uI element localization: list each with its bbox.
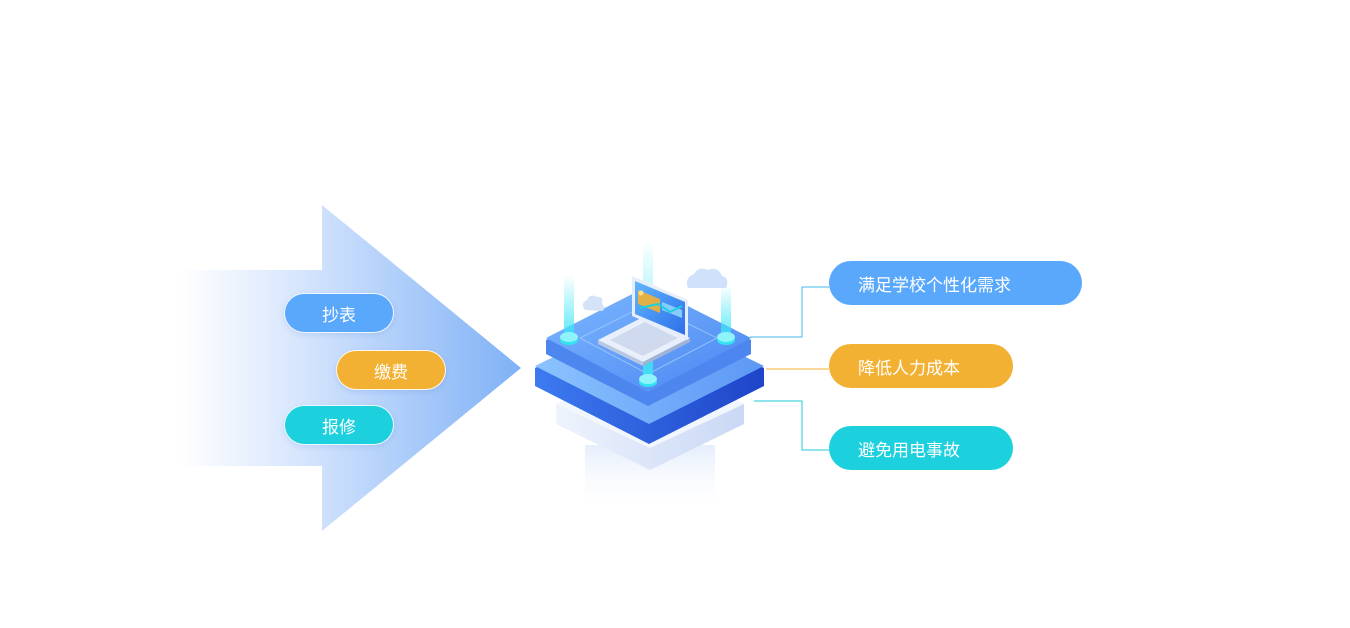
- cloud-icon: [582, 268, 728, 311]
- connector-lines: [750, 286, 829, 451]
- input-pill-label: 抄表: [322, 305, 356, 325]
- input-pill-meter-reading: 抄表: [284, 293, 394, 333]
- benefit-pill-label: 降低人力成本: [858, 358, 960, 378]
- benefit-pill-reduce-cost: 降低人力成本: [829, 344, 1013, 388]
- benefit-pill-custom-needs: 满足学校个性化需求: [829, 261, 1082, 305]
- isometric-platform-icon: [535, 240, 764, 515]
- benefit-pill-label: 满足学校个性化需求: [858, 275, 1011, 295]
- input-pill-payment: 缴费: [336, 350, 446, 390]
- laptop-icon: [598, 276, 690, 366]
- input-pill-repair: 报修: [284, 405, 394, 445]
- input-pill-label: 缴费: [374, 362, 408, 382]
- benefit-pill-label: 避免用电事故: [858, 440, 960, 460]
- benefit-pill-avoid-accidents: 避免用电事故: [829, 426, 1013, 470]
- input-pill-label: 报修: [322, 417, 356, 437]
